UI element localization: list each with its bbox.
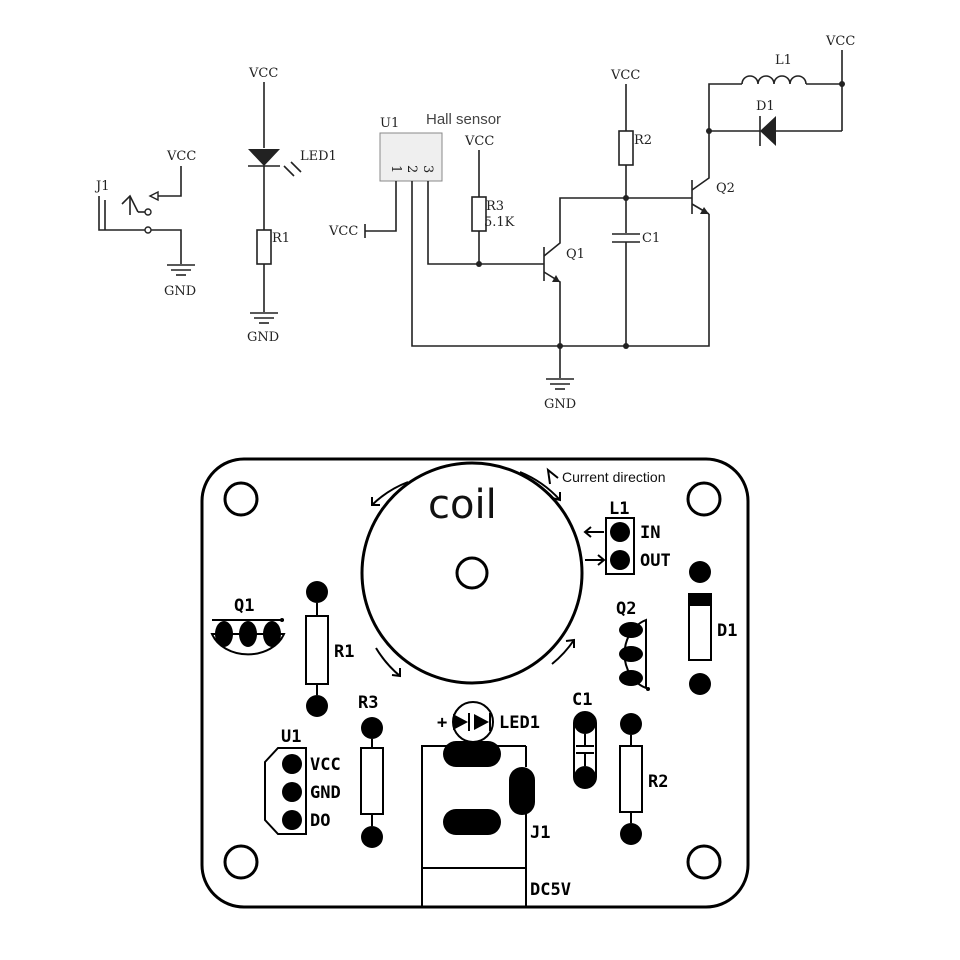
led1-label: LED1 [300,149,337,164]
l1-vcc-label: VCC [825,34,855,49]
r3-pcb-label: R3 [358,693,378,713]
hall-sensor-label: Hall sensor [426,111,501,128]
r2-pcb-label: R2 [648,772,668,792]
l1-d1-branch: VCC L1 D1 [706,34,855,146]
u1-vcc-label: VCC [328,224,358,239]
led1-footprint: + LED1 [437,701,540,743]
u1-pin-2: 2 [404,165,419,173]
j1-pcb-label: J1 [530,823,550,843]
pcb-outline [200,457,750,909]
r2-vcc-label: VCC [610,68,640,83]
u1-pcb-label: U1 [281,727,301,747]
mounting-hole-top-left [223,481,259,517]
q2-transistor: Q2 [691,131,735,215]
dc5v-label: DC5V [530,880,571,900]
mounting-hole-bottom-left [223,844,259,880]
r3-label: R3 [486,199,504,214]
u1-do-pcb-label: DO [310,811,330,831]
led1-plus-label: + [437,713,447,733]
j1-gnd-label: GND [164,284,196,299]
main-gnd-label: GND [544,397,576,412]
r2-c1-branch: VCC R2 C1 [610,68,692,349]
coil-label: coil [428,482,497,528]
pcb-layout: coil Current direction L1 IN OUT [200,457,750,909]
mounting-hole-bottom-right [686,844,722,880]
l1-out-label: OUT [640,551,671,571]
d1-label: D1 [756,99,775,114]
mounting-hole-top-right [686,481,722,517]
l1-label: L1 [775,53,792,68]
u1-gnd-pcb-label: GND [310,783,341,803]
d1-footprint: D1 [688,561,737,695]
r3-branch: VCC R3 5.1K [464,134,515,267]
led-gnd-label: GND [247,330,279,345]
l1-in-label: IN [640,523,660,543]
led1-pcb-label: LED1 [499,713,540,733]
c1-pcb-label: C1 [572,690,592,710]
r3-footprint: R3 [358,693,384,848]
q2-footprint: Q2 [616,599,650,691]
r1-footprint: R1 [305,581,354,717]
j1-jack-symbol: J1 VCC GND [94,149,196,299]
current-direction-label: Current direction [562,469,666,485]
coil-footprint: coil Current direction [360,461,666,685]
q1-pcb-label: Q1 [234,596,254,616]
r2-footprint: R2 [619,713,668,845]
r1-pcb-label: R1 [334,642,354,662]
schematic: J1 VCC GND VCC LED1 R1 GND Hall sensor [94,34,855,412]
j1-vcc-label: VCC [166,149,196,164]
r1-label: R1 [272,231,290,246]
r3-vcc-label: VCC [464,134,494,149]
q1-footprint: Q1 [210,596,286,656]
l1-connector: L1 IN OUT [583,499,671,575]
u1-footprint: U1 VCC GND DO [264,727,341,835]
r3-value: 5.1K [484,215,515,230]
q2-label: Q2 [716,181,735,196]
c1-footprint: C1 [572,690,597,789]
d1-pcb-label: D1 [717,621,737,641]
c1-label: C1 [642,231,660,246]
led-branch: VCC LED1 R1 GND [247,66,337,345]
q2-pcb-label: Q2 [616,599,636,619]
r2-label: R2 [634,133,652,148]
u1-pin-1: 1 [388,165,403,173]
l1-pcb-label: L1 [609,499,629,519]
u1-vcc-pcb-label: VCC [310,755,341,775]
j1-label: J1 [94,179,109,194]
u1-label: U1 [380,116,399,131]
u1-pin-3: 3 [420,165,435,173]
j1-footprint: J1 DC5V [421,741,571,907]
q1-label: Q1 [566,247,585,262]
led-vcc-label: VCC [248,66,278,81]
q1-transistor: Q1 GND [543,197,626,412]
